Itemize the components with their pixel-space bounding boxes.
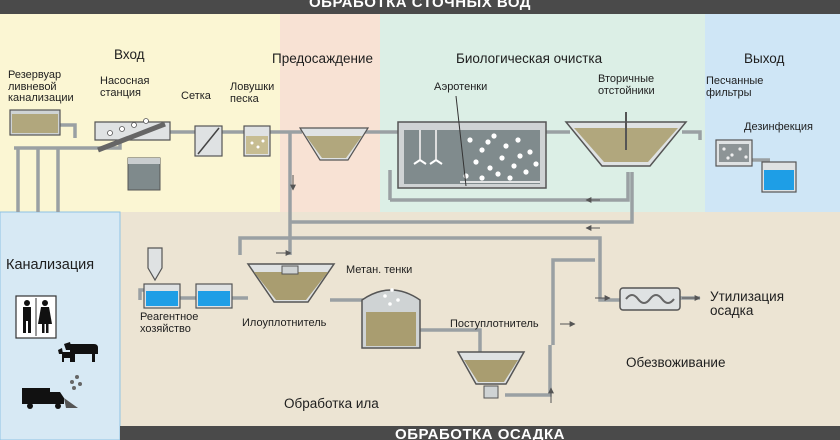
label-utilization: Утилизация осадка — [710, 289, 784, 319]
label-thickener: Илоуплотнитель — [242, 317, 327, 329]
pump-station — [94, 118, 171, 191]
post-thickener — [456, 351, 526, 399]
section-inlet: Вход — [114, 47, 145, 62]
top-banner-bar — [0, 0, 840, 14]
banner-top: ОБРАБОТКА СТОЧНЫХ ВОД — [309, 0, 531, 11]
disinfection-tank — [761, 161, 797, 193]
section-outlet: Выход — [744, 51, 785, 66]
section-dewatering: Обезвоживание — [626, 355, 726, 370]
label-grid: Сетка — [181, 90, 211, 102]
sand-trap — [243, 125, 271, 157]
label-aerotanks: Аэротенки — [434, 81, 488, 93]
label-reagent: Реагентное хозяйство — [140, 311, 199, 335]
section-primary: Предосаждение — [272, 51, 373, 66]
digester — [361, 288, 421, 349]
section-sludge: Обработка ила — [284, 396, 379, 411]
sand-filter — [715, 139, 753, 167]
band-primary — [280, 14, 380, 212]
section-biological: Биологическая очистка — [456, 51, 603, 66]
label-reservoir: Резервуар ливневой канализации — [8, 69, 74, 105]
primary-clarifier — [298, 127, 370, 161]
dewatering-unit — [619, 287, 681, 311]
truck-icon — [22, 375, 82, 409]
label-sand-filters: Песчанные фильтры — [706, 75, 764, 99]
label-disinfection: Дезинфекция — [744, 121, 813, 133]
banner-bottom: ОБРАБОТКА ОСАДКА — [395, 426, 565, 440]
secondary-clarifier — [564, 112, 688, 167]
sludge-thickener — [246, 263, 336, 303]
reagent-facility — [143, 247, 233, 309]
section-sewerage: Канализация — [6, 257, 95, 273]
grid-screen — [194, 125, 223, 157]
label-secondary: Вторичные отстойники — [598, 73, 655, 97]
aerotank — [397, 121, 547, 189]
label-post-thickener: Поступлотнитель — [450, 318, 539, 330]
label-digesters: Метан. тенки — [346, 264, 413, 276]
label-pump: Насосная станция — [100, 75, 150, 99]
bottom-banner-bar — [120, 426, 840, 440]
people-icon — [15, 295, 57, 339]
dog-icon — [58, 348, 72, 362]
cow-icon — [64, 342, 98, 362]
label-sand-traps: Ловушки песка — [230, 81, 275, 105]
reservoir-tank — [9, 109, 61, 136]
